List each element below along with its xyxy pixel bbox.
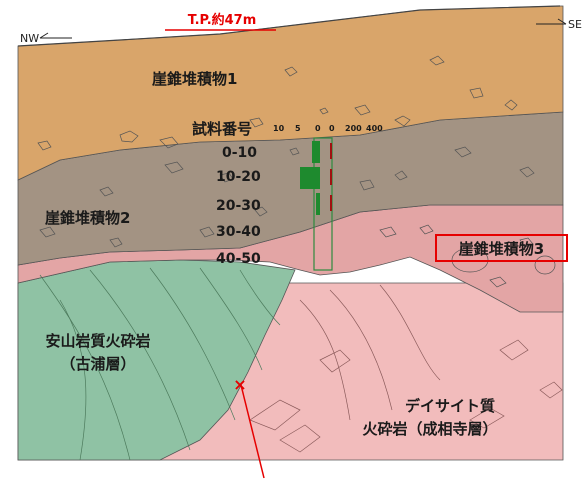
talus2-label: 崖錐堆積物2	[45, 209, 130, 227]
sample-header: 試料番号	[192, 120, 252, 138]
sample-id: 40-50	[216, 251, 261, 267]
elevation-label: T.P.約47m	[188, 12, 257, 28]
red-bar	[330, 169, 332, 185]
dacite-texture	[249, 284, 563, 453]
pointer-line	[240, 384, 265, 479]
sample-id: 10-20	[216, 169, 261, 185]
arrow-right-icon	[536, 18, 567, 25]
red-bar	[330, 143, 332, 159]
talus1-label: 崖錐堆積物1	[152, 70, 237, 88]
andesite-bedding	[39, 267, 281, 461]
sample-id: 0-10	[222, 145, 257, 161]
green-bar	[312, 141, 320, 163]
andesite-label-line2: （古浦層）	[60, 355, 135, 373]
direction-se: SE	[568, 18, 582, 31]
andesite-label-line1: 安山岩質火砕岩	[45, 332, 150, 350]
dacite-label-line2: 火砕岩（成相寺層）	[362, 420, 497, 438]
direction-nw: NW	[20, 32, 39, 45]
green-bar	[316, 193, 320, 215]
sample-id: 30-40	[216, 224, 261, 240]
sample-id: 20-30	[216, 198, 261, 214]
scale-tick-left-5: 5	[295, 124, 301, 133]
arrow-left-icon	[39, 32, 72, 39]
scale-tick-right-200: 200	[345, 124, 362, 133]
scale-tick-left-0: 0	[315, 124, 321, 133]
talus3-label-box: 崖錐堆積物3	[435, 234, 568, 262]
red-bar	[330, 195, 332, 211]
x-marker: ×	[233, 375, 246, 394]
sample-scale: 10 5 0 0 200 400	[273, 124, 383, 133]
scale-tick-left-10: 10	[273, 124, 285, 133]
talus3-label: 崖錐堆積物3	[458, 239, 545, 258]
ground-surface	[17, 5, 561, 47]
dacite-label-line1: デイサイト質	[405, 397, 495, 415]
green-bar	[300, 167, 320, 189]
scale-tick-right-400: 400	[366, 124, 383, 133]
sample-bars	[300, 137, 333, 271]
scale-tick-right-0: 0	[329, 124, 335, 133]
